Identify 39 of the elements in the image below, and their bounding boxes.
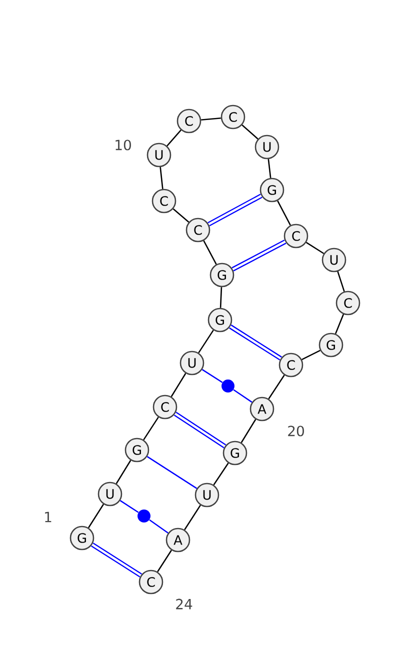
backbone-line — [160, 167, 164, 189]
backbone-line — [268, 374, 285, 400]
pair-dot — [222, 380, 234, 392]
backbone-line — [172, 208, 190, 223]
backbone-line — [201, 117, 221, 121]
base-pair-line — [146, 456, 198, 489]
position-number: 1 — [45, 512, 52, 522]
backbone-line — [337, 271, 345, 292]
base-pair-line — [229, 324, 282, 360]
base-pair-line — [233, 389, 252, 403]
backbone-line — [143, 416, 159, 440]
backbone-line — [306, 242, 324, 254]
backbone-line — [157, 550, 172, 572]
base-pair-line — [120, 500, 139, 513]
position-number: 20 — [288, 426, 304, 436]
backbone-line — [166, 130, 182, 146]
backbone-line — [184, 504, 201, 530]
backbone-line — [240, 419, 256, 443]
backbone-line — [203, 240, 217, 265]
backbone-line — [334, 314, 344, 334]
base-pair-line — [149, 519, 168, 534]
base-pair-line — [174, 412, 226, 448]
backbone-line — [242, 124, 258, 140]
position-number: 10 — [116, 140, 131, 150]
base-pair-line — [91, 542, 142, 578]
position-number: 24 — [176, 598, 192, 610]
backbone-line — [220, 287, 222, 308]
base-pair-line — [232, 240, 286, 272]
pair-dot — [138, 510, 150, 522]
base-pair-line — [208, 194, 262, 226]
backbone-line — [302, 350, 320, 360]
backbone-line — [116, 460, 132, 484]
backbone-line — [277, 200, 291, 226]
backbone-line — [170, 373, 186, 397]
backbone-line — [198, 330, 214, 354]
backbone-line — [268, 158, 272, 178]
backbone-line — [213, 462, 229, 486]
base-pair-line — [202, 369, 223, 383]
backbone-line — [88, 504, 104, 528]
